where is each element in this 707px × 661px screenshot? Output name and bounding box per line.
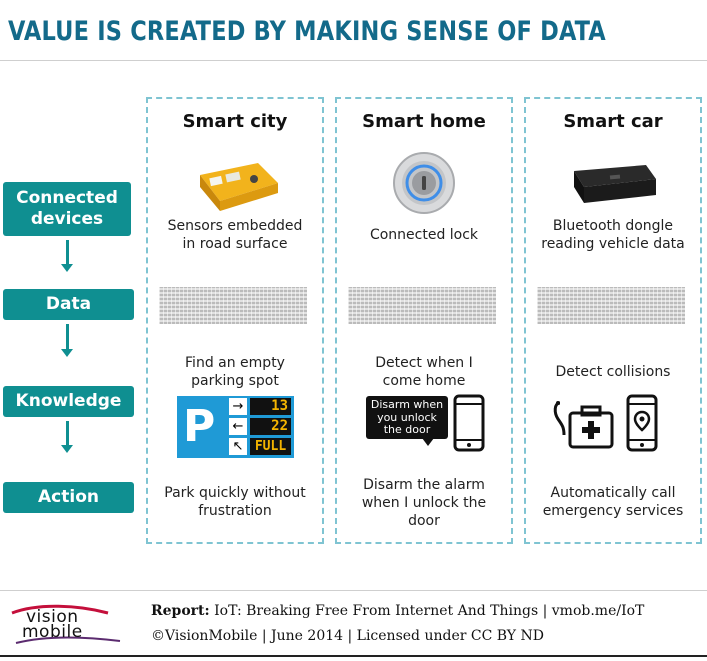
knowledge-description: Find an empty parking spot (185, 355, 285, 389)
smartphone-icon (453, 394, 485, 452)
phone-location-icon (626, 394, 658, 452)
knowledge-description: Detect when I come home (375, 355, 473, 389)
top-divider (0, 60, 707, 61)
binary-data-strip (348, 287, 496, 324)
knowledge-description: Detect collisions (555, 364, 671, 380)
arrow-down-icon (61, 421, 73, 453)
logo-text: mobile (22, 622, 83, 642)
page-title: VALUE IS CREATED BY MAKING SENSE OF DATA (8, 16, 606, 47)
stage-knowledge: Knowledge (3, 386, 134, 417)
first-aid-icon (553, 401, 614, 449)
bottom-divider (0, 590, 707, 591)
copyright-line: ©VisionMobile | June 2014 | Licensed und… (151, 628, 544, 644)
parking-count: 22 (250, 418, 291, 435)
device-description: Bluetooth dongle reading vehicle data (541, 218, 685, 252)
visionmobile-logo: vision mobile (8, 603, 126, 645)
column-title: Smart home (362, 111, 486, 132)
column-title: Smart car (563, 111, 663, 132)
column-smart-city: Smart city Sensors embedded in road surf… (146, 97, 324, 544)
parking-letter: P (183, 401, 216, 452)
device-description: Connected lock (369, 227, 479, 243)
smart-lock-icon (393, 152, 455, 214)
arrow-upleft-icon: ↖ (229, 438, 247, 455)
footer-rule (0, 655, 707, 657)
arrow-down-icon (61, 240, 73, 272)
action-description: Disarm the alarm when I unlock the door (361, 477, 487, 529)
stage-action: Action (3, 482, 134, 513)
speech-bubble: Disarm when you unlock the door (366, 396, 448, 446)
stage-data: Data (3, 289, 134, 320)
binary-data-strip (537, 287, 685, 324)
action-description: Park quickly without frustration (164, 485, 306, 519)
arrow-down-icon (61, 324, 73, 357)
stage-connected-devices: Connected devices (3, 182, 131, 236)
bubble-text: Disarm when you unlock the door (370, 398, 444, 436)
arrow-right-icon: → (229, 398, 247, 415)
bubble-tail (422, 438, 434, 446)
parking-count: 13 (250, 398, 291, 415)
arrow-left-icon: ← (229, 418, 247, 435)
column-title: Smart city (182, 111, 288, 132)
road-sensor-icon (200, 163, 278, 211)
action-description: Automatically call emergency services (542, 485, 684, 519)
parking-sign: P → ← ↖ 13 22 FULL (177, 396, 294, 458)
report-label: Report: (151, 603, 210, 619)
parking-count: FULL (250, 438, 291, 455)
column-smart-home: Smart home Connected lock Detect when I … (335, 97, 513, 544)
logo-text: vision (26, 607, 79, 627)
device-description: Sensors embedded in road surface (167, 218, 303, 252)
report-citation: Report: IoT: Breaking Free From Internet… (151, 603, 644, 619)
report-text: IoT: Breaking Free From Internet And Thi… (214, 603, 645, 619)
obd-dongle-icon (574, 165, 656, 203)
logo-swoosh-icon (11, 604, 121, 644)
binary-data-strip (159, 287, 307, 324)
column-smart-car: Smart car Bluetooth dongle reading vehic… (524, 97, 702, 544)
